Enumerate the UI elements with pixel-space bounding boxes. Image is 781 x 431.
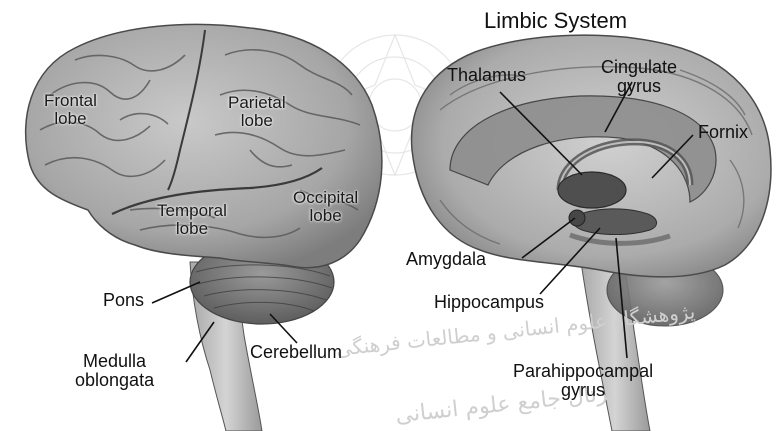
amygdala-shape [569,210,585,226]
hippocampus-shape [573,209,657,235]
figure-title: Limbic System [484,9,627,32]
label-cerebellum: Cerebellum [250,343,342,362]
label-hippocampus: Hippocampus [434,293,544,312]
label-fornix: Fornix [698,123,748,142]
label-thalamus: Thalamus [447,66,526,85]
label-pons: Pons [103,291,144,310]
thalamus-shape [558,172,626,208]
label-amygdala: Amygdala [406,250,486,269]
